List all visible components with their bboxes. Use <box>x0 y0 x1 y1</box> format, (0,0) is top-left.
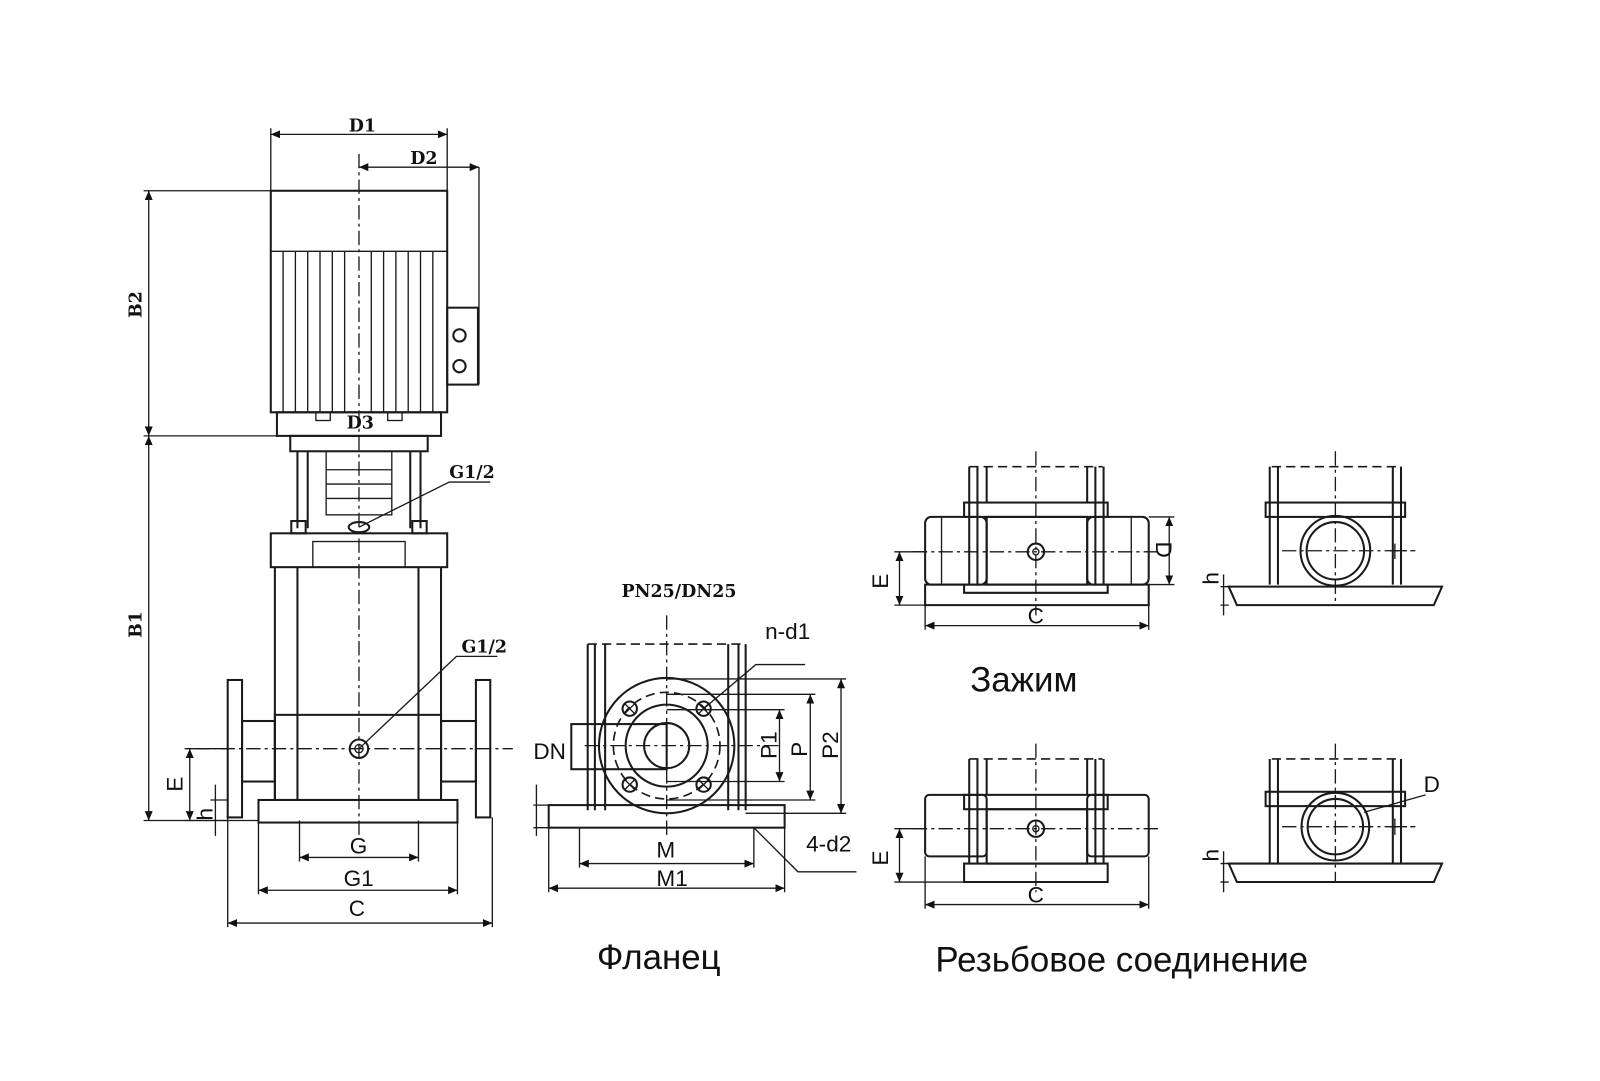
port-label-top: G1/2 <box>449 463 495 483</box>
pump-side-view: D1 D2 D3 B2 B1 G1/2 G1/2 E h G G1 C <box>127 116 513 928</box>
dim-C: C <box>349 896 365 921</box>
threaded-dim-E: E <box>868 851 893 866</box>
dim-D2: D2 <box>410 149 437 169</box>
threaded-dim-C: C <box>1028 883 1044 908</box>
dim-D1: D1 <box>349 116 376 136</box>
dim-B2: B2 <box>127 291 147 318</box>
caption-clamp: Зажим <box>970 660 1077 699</box>
clamp-dim-E: E <box>868 574 893 589</box>
clamp-dim-C: C <box>1028 604 1044 629</box>
flange-end-view: PN25/DN25 n-d1 DN P1 P P2 M M1 4-d2 Флан… <box>533 582 857 977</box>
dim-P: P <box>787 742 812 757</box>
dim-4-d2: 4-d2 <box>806 831 851 856</box>
flange-rating: PN25/DN25 <box>622 582 737 602</box>
dim-B1: B1 <box>127 611 147 638</box>
clamp-end-view: h <box>1198 451 1444 616</box>
dim-M: M <box>656 837 675 862</box>
dim-G: G <box>350 833 368 858</box>
port-label-bottom: G1/2 <box>462 637 508 657</box>
clamp-end-dim-h: h <box>1198 572 1223 585</box>
threaded-end-view: h D <box>1198 743 1444 893</box>
caption-flange: Фланец <box>597 938 721 977</box>
clamp-side-view: E D C Зажим <box>868 451 1176 699</box>
terminal-box <box>446 306 479 386</box>
dim-D3: D3 <box>347 414 374 434</box>
dim-M1: M1 <box>656 866 687 891</box>
dim-DN: DN <box>533 739 566 764</box>
clamp-dim-D: D <box>1151 542 1176 558</box>
dim-G1: G1 <box>344 866 374 891</box>
threaded-end-dim-D: D <box>1424 772 1440 797</box>
caption-threaded: Резьбовое соединение <box>935 940 1308 979</box>
dim-P2: P2 <box>818 731 843 759</box>
dim-h: h <box>192 808 217 821</box>
dim-n-d1: n-d1 <box>765 619 810 644</box>
dim-P1: P1 <box>756 731 781 759</box>
dim-E: E <box>163 777 188 792</box>
threaded-end-dim-h: h <box>1198 849 1223 862</box>
threaded-side-view: E C Резьбовое соединение <box>868 743 1308 979</box>
